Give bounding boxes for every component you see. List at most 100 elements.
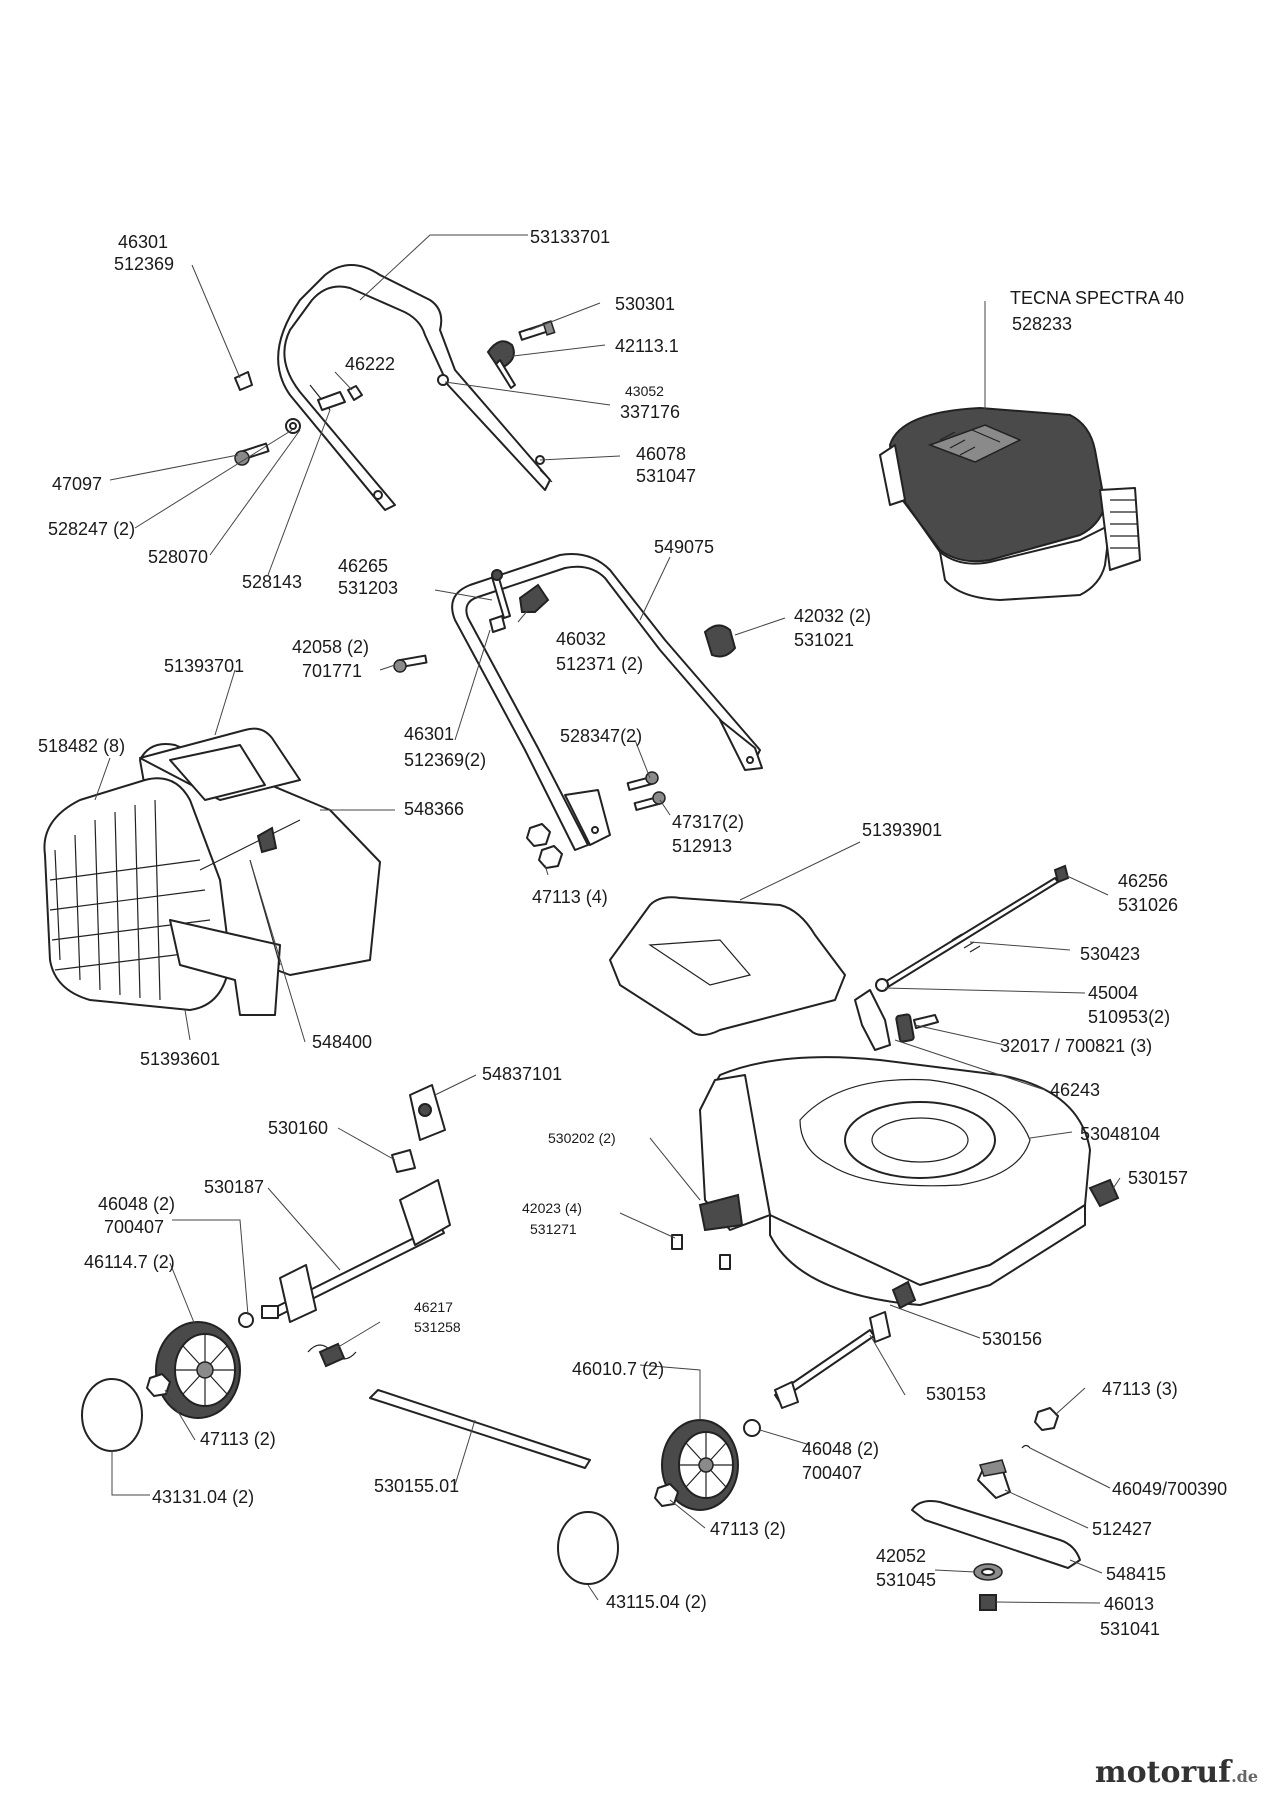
label-51393701: 51393701 xyxy=(164,656,244,676)
label-46013: 46013 xyxy=(1104,1594,1154,1614)
brand-name: motoruf xyxy=(1094,1755,1232,1790)
nuts-47113 xyxy=(526,823,563,869)
screw-42058 xyxy=(393,654,428,673)
knob-46032 xyxy=(518,583,550,613)
bracket-46243 xyxy=(854,989,939,1051)
label-47317: 47317(2) xyxy=(672,812,744,832)
label-548400: 548400 xyxy=(312,1032,372,1052)
label-42032: 42032 (2) xyxy=(794,606,871,626)
bracket-54837101 xyxy=(391,1084,446,1173)
nut-43052 xyxy=(437,374,449,386)
label-531041: 531041 xyxy=(1100,1619,1160,1639)
label-528233: 528233 xyxy=(1012,314,1072,334)
mower-deck-53048104 xyxy=(698,1056,1091,1306)
label-531045: 531045 xyxy=(876,1570,936,1590)
label-46217: 46217 xyxy=(414,1299,453,1315)
label-531026: 531026 xyxy=(1118,895,1178,915)
label-46243: 46243 xyxy=(1050,1080,1100,1100)
label-47113-front: 47113 (2) xyxy=(710,1519,786,1539)
label-531203: 531203 xyxy=(338,578,398,598)
label-42023: 42023 (4) xyxy=(522,1200,582,1216)
label-530153: 530153 xyxy=(926,1384,986,1404)
washer-46048-rear xyxy=(238,1312,254,1328)
label-46078: 46078 xyxy=(636,444,686,464)
label-530202: 530202 (2) xyxy=(548,1130,616,1146)
label-530301: 530301 xyxy=(615,294,675,314)
leader-lines xyxy=(94,234,1121,1604)
label-548415: 548415 xyxy=(1106,1564,1166,1584)
label-548366: 548366 xyxy=(404,799,464,819)
label-512369-2: 512369(2) xyxy=(404,750,486,770)
clip-46301-upper xyxy=(234,371,253,391)
label-45004: 45004 xyxy=(1088,983,1138,1003)
knob-42032 xyxy=(703,624,737,658)
rear-axle-530187 xyxy=(261,1179,451,1323)
handle-knob-42113-1 xyxy=(486,340,516,389)
bolt-46265 xyxy=(491,569,511,619)
label-530155-01: 530155.01 xyxy=(374,1476,459,1496)
label-46256: 46256 xyxy=(1118,871,1168,891)
brand-tld: .de xyxy=(1231,1767,1258,1786)
label-510953: 510953(2) xyxy=(1088,1007,1170,1027)
part-labels: 46301 512369 53133701 530301 42113.1 462… xyxy=(38,227,1227,1639)
front-axle-530153 xyxy=(774,1280,917,1409)
label-46048-front: 46048 (2) xyxy=(802,1439,879,1459)
label-528247: 528247 (2) xyxy=(48,519,135,539)
label-530156: 530156 xyxy=(982,1329,1042,1349)
clip-46301-lower xyxy=(489,615,506,633)
label-53133701: 53133701 xyxy=(530,227,610,247)
label-46265: 46265 xyxy=(338,556,388,576)
label-46032: 46032 xyxy=(556,629,606,649)
label-531271: 531271 xyxy=(530,1221,577,1237)
screws-42023 xyxy=(671,1234,731,1270)
lower-handle xyxy=(451,553,763,851)
label-47113-rear: 47113 (2) xyxy=(200,1429,276,1449)
engine-tecna-spectra-40 xyxy=(879,406,1141,601)
label-46049: 46049/700390 xyxy=(1112,1479,1227,1499)
deflector-51393901 xyxy=(609,896,846,1036)
grass-catcher xyxy=(43,727,381,1016)
label-46222: 46222 xyxy=(345,354,395,374)
hubcap-43115-04 xyxy=(557,1511,619,1585)
label-46048-rear: 46048 (2) xyxy=(98,1194,175,1214)
label-530423: 530423 xyxy=(1080,944,1140,964)
label-46301-lower: 46301 xyxy=(404,724,454,744)
label-54837101: 54837101 xyxy=(482,1064,562,1084)
screw-47097 xyxy=(234,442,270,466)
label-549075: 549075 xyxy=(654,537,714,557)
label-51393901: 51393901 xyxy=(862,820,942,840)
label-512913: 512913 xyxy=(672,836,732,856)
label-43115-04: 43115.04 (2) xyxy=(606,1592,707,1612)
nut-47113-blade xyxy=(1034,1407,1059,1431)
hubcap-43131-04 xyxy=(81,1378,143,1452)
screws-528347 xyxy=(626,771,666,811)
label-32017: 32017 / 700821 (3) xyxy=(1000,1036,1152,1056)
label-47113-3: 47113 (3) xyxy=(1102,1379,1178,1399)
label-518482: 518482 (8) xyxy=(38,736,125,756)
label-47097: 47097 xyxy=(52,474,102,494)
label-530187: 530187 xyxy=(204,1177,264,1197)
nut-47113-rear xyxy=(146,1373,171,1397)
label-46010-7: 46010.7 (2) xyxy=(572,1359,664,1379)
label-530160: 530160 xyxy=(268,1118,328,1138)
spring-rod-530423 xyxy=(875,864,1070,992)
rear-wheel-46114-7 xyxy=(155,1321,241,1419)
label-701771: 701771 xyxy=(302,661,362,681)
label-531047: 531047 xyxy=(636,466,696,486)
clip-530157 xyxy=(1088,1178,1120,1208)
front-wheel-46010-7 xyxy=(661,1419,739,1511)
label-531021: 531021 xyxy=(794,630,854,650)
label-528070: 528070 xyxy=(148,547,208,567)
label-43131-04: 43131.04 (2) xyxy=(152,1487,254,1507)
label-53048104: 53048104 xyxy=(1080,1124,1160,1144)
spring-46217 xyxy=(307,1342,357,1368)
blade-assembly xyxy=(911,1444,1081,1611)
label-46301: 46301 xyxy=(118,232,168,252)
label-337176: 337176 xyxy=(620,402,680,422)
washer-46048-front xyxy=(743,1419,761,1437)
nut-47113-front xyxy=(654,1483,679,1507)
label-47113-4: 47113 (4) xyxy=(532,887,608,907)
label-43052: 43052 xyxy=(625,383,664,399)
label-51393601: 51393601 xyxy=(140,1049,220,1069)
